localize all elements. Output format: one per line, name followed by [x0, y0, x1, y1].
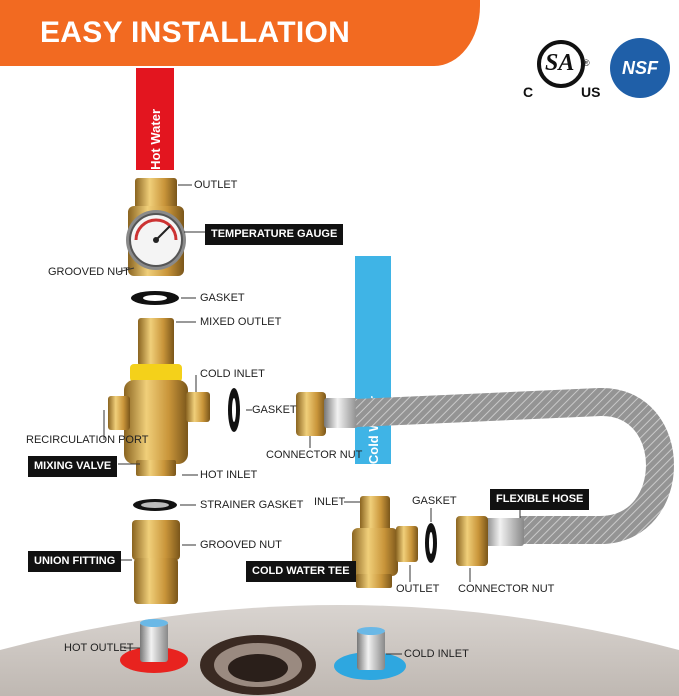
mixing-valve — [108, 318, 210, 476]
label-hot-inlet: HOT INLET — [200, 469, 258, 481]
label-recirculation-port: RECIRCULATION PORT — [26, 434, 149, 446]
csa-logo: SA ® C US — [523, 36, 603, 102]
nsf-mark: NSF — [622, 57, 658, 78]
cold-water-bar: Cold Water — [355, 256, 391, 464]
csa-c: C — [523, 84, 534, 100]
tag-union-fitting: UNION FITTING — [28, 551, 122, 572]
csa-mark: SA — [545, 50, 575, 76]
label-grooved-nut-top: GROOVED NUT — [48, 266, 130, 278]
water-heater-top — [0, 605, 679, 696]
union-fitting — [132, 520, 180, 604]
cold-water-tee — [352, 496, 418, 588]
label-hot-outlet: HOT OUTLET — [64, 642, 134, 654]
tag-flexible-hose: FLEXIBLE HOSE — [490, 489, 590, 510]
temperature-gauge-assembly — [126, 178, 186, 276]
hot-water-bar: Hot Water — [136, 68, 174, 170]
label-gasket-tee: GASKET — [412, 495, 457, 507]
label-outlet-tee: OUTLET — [396, 583, 440, 595]
banner-title: EASY INSTALLATION — [40, 16, 351, 49]
label-inlet: INLET — [314, 496, 346, 508]
csa-registered: ® — [583, 58, 590, 68]
csa-emblem-icon — [537, 40, 585, 88]
flexible-hose-assembly — [296, 387, 674, 566]
tag-mixing-valve: MIXING VALVE — [28, 456, 118, 477]
tag-cold-water-tee: COLD WATER TEE — [246, 561, 356, 582]
nsf-logo: NSF — [610, 38, 670, 98]
header-banner: EASY INSTALLATION — [0, 0, 480, 66]
label-outlet: OUTLET — [194, 179, 238, 191]
label-mixed-outlet: MIXED OUTLET — [200, 316, 282, 328]
label-connector-nut-bottom: CONNECTOR NUT — [458, 583, 555, 595]
label-cold-inlet-tank: COLD INLET — [404, 648, 469, 660]
csa-us: US — [581, 84, 601, 100]
label-strainer-gasket: STRAINER GASKET — [200, 499, 304, 511]
label-connector-nut-top: CONNECTOR NUT — [266, 449, 363, 461]
label-gasket-side: GASKET — [252, 404, 297, 416]
label-cold-inlet-valve: COLD INLET — [200, 368, 265, 380]
label-grooved-nut-bottom: GROOVED NUT — [200, 539, 282, 551]
label-gasket-top: GASKET — [200, 292, 245, 304]
tag-temperature-gauge: TEMPERATURE GAUGE — [205, 224, 344, 245]
